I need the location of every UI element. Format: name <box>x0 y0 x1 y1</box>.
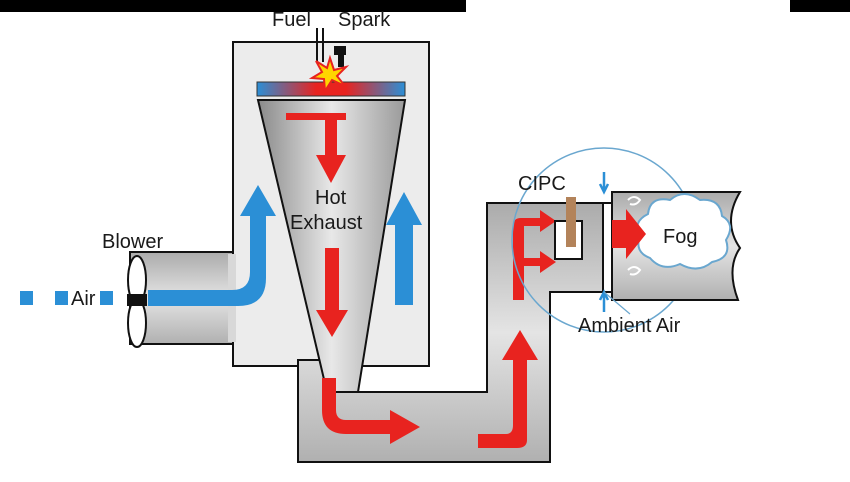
top-bar-left <box>0 0 466 12</box>
air-dash-3 <box>100 291 113 305</box>
cold-arrow-blower <box>148 185 276 306</box>
fog-puff-2 <box>627 266 642 276</box>
hot-exhaust-label-1: Hot <box>315 187 347 209</box>
exhaust-cone <box>256 99 407 393</box>
spark-plug-icon <box>334 46 346 67</box>
top-bar-right <box>790 0 850 12</box>
blower-fan-icon <box>127 255 147 348</box>
fog-arrow <box>612 209 646 259</box>
air-label: Air <box>71 288 96 310</box>
ambient-arrow-top <box>598 172 610 195</box>
air-dash-2 <box>55 291 68 305</box>
hot-arrow-rise <box>478 330 538 448</box>
fog-cloud-icon <box>636 193 732 270</box>
fog-label: Fog <box>663 226 697 248</box>
fuel-label: Fuel <box>272 9 311 31</box>
cold-arrow-right <box>386 192 422 305</box>
ambient-air-pointer <box>603 291 631 315</box>
hot-arrow-middle <box>316 248 348 337</box>
spark-label: Spark <box>338 9 391 31</box>
hot-arrow-curve <box>322 378 420 444</box>
hot-arrow-lower-small <box>513 251 556 300</box>
cipc-injector <box>566 197 576 247</box>
air-dash-1 <box>20 291 33 305</box>
hot-arrow-top <box>286 113 346 183</box>
blower-label: Blower <box>102 231 163 253</box>
burner-bar <box>256 81 406 97</box>
fog-puff-1 <box>627 196 642 206</box>
cipc-label: CIPC <box>518 173 566 195</box>
spark-star-icon <box>308 54 350 95</box>
ambient-air-label: Ambient Air <box>578 315 681 337</box>
hot-exhaust-label-2: Exhaust <box>290 212 363 234</box>
